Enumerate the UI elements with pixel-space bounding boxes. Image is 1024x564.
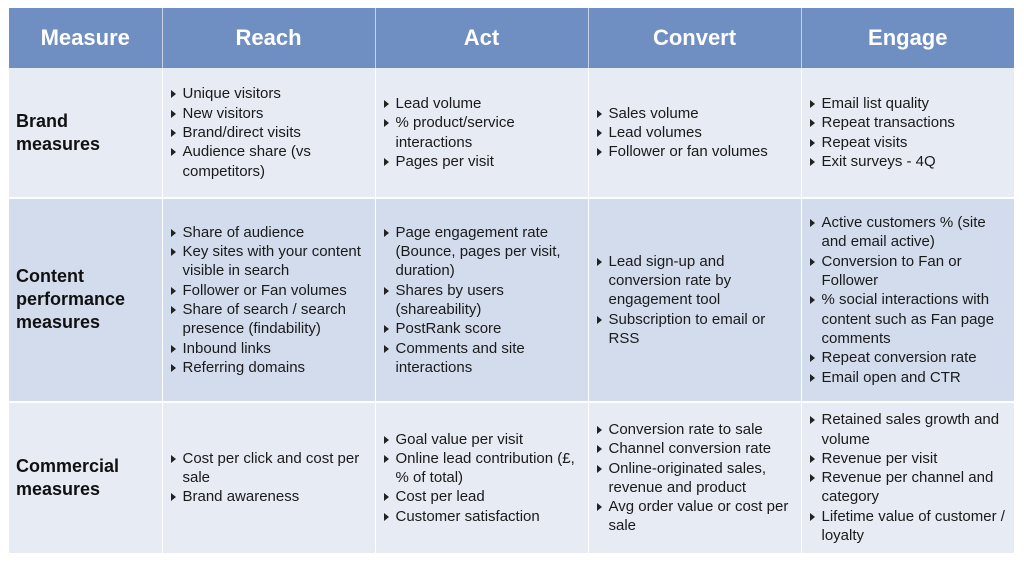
header-engage: Engage (801, 8, 1014, 68)
list-item: Conversion to Fan or Follower (809, 252, 1009, 291)
list-item: % social interactions with content such … (809, 290, 1009, 348)
list-item: Active customers % (site and email activ… (809, 213, 1009, 252)
list-item: Subscription to email or RSS (596, 310, 795, 349)
list-item: Sales volume (596, 104, 795, 123)
list-item: Repeat visits (809, 133, 1009, 152)
list-item: Lead sign-up and conversion rate by enga… (596, 252, 795, 310)
list-item: Brand awareness (170, 487, 369, 506)
list-item: Email list quality (809, 94, 1009, 113)
list-item: Follower or Fan volumes (170, 281, 369, 300)
row-label: Content performance measures (9, 198, 163, 403)
list-item: Avg order value or cost per sale (596, 497, 795, 536)
list-item: Channel conversion rate (596, 439, 795, 458)
bullet-list: Page engagement rate (Bounce, pages per … (383, 223, 582, 377)
list-item: Revenue per channel and category (809, 468, 1009, 507)
header-act: Act (375, 8, 589, 68)
list-item: Online lead contribution (£, % of total) (383, 449, 582, 488)
bullet-list: Active customers % (site and email activ… (809, 213, 1009, 387)
list-item: New visitors (170, 104, 369, 123)
list-item: Customer satisfaction (383, 507, 582, 526)
list-item: Share of search / search presence (finda… (170, 300, 369, 339)
list-item: Key sites with your content visible in s… (170, 242, 369, 281)
header-convert: Convert (588, 8, 802, 68)
list-item: Audience share (vs competitors) (170, 142, 369, 181)
list-item: Cost per click and cost per sale (170, 449, 369, 488)
bullet-list: Lead volume% product/service interaction… (383, 94, 582, 171)
measures-table: Measure Reach Act Convert Engage Brand m… (9, 8, 1014, 556)
list-item: Referring domains (170, 358, 369, 377)
cell-engage: Active customers % (site and email activ… (801, 198, 1014, 403)
list-item: Page engagement rate (Bounce, pages per … (383, 223, 582, 281)
list-item: Repeat conversion rate (809, 348, 1009, 367)
list-item: Share of audience (170, 223, 369, 242)
list-item: Inbound links (170, 339, 369, 358)
cell-convert: Lead sign-up and conversion rate by enga… (588, 198, 802, 403)
list-item: Goal value per visit (383, 430, 582, 449)
list-item: Lead volume (383, 94, 582, 113)
list-item: Cost per lead (383, 487, 582, 506)
cell-act: Page engagement rate (Bounce, pages per … (375, 198, 589, 403)
list-item: Brand/direct visits (170, 123, 369, 142)
list-item: Online-originated sales, revenue and pro… (596, 459, 795, 498)
list-item: Lead volumes (596, 123, 795, 142)
list-item: Conversion rate to sale (596, 420, 795, 439)
list-item: Comments and site interactions (383, 339, 582, 378)
list-item: Pages per visit (383, 152, 582, 171)
cell-act: Lead volume% product/service interaction… (375, 68, 589, 200)
list-item: Follower or fan volumes (596, 142, 795, 161)
row-label: Commercial measures (9, 401, 163, 556)
list-item: % product/service interactions (383, 113, 582, 152)
list-item: Lifetime value of customer / loyalty (809, 507, 1009, 546)
bullet-list: Lead sign-up and conversion rate by enga… (596, 252, 795, 348)
list-item: Shares by users (shareability) (383, 281, 582, 320)
list-item: Unique visitors (170, 84, 369, 103)
header-measure: Measure (9, 8, 163, 68)
header-reach: Reach (162, 8, 376, 68)
list-item: Email open and CTR (809, 368, 1009, 387)
list-item: PostRank score (383, 319, 582, 338)
header-row: Measure Reach Act Convert Engage (9, 8, 1014, 68)
list-item: Retained sales growth and volume (809, 410, 1009, 449)
list-item: Revenue per visit (809, 449, 1009, 468)
list-item: Repeat transactions (809, 113, 1009, 132)
list-item: Exit surveys - 4Q (809, 152, 1009, 171)
row-label: Brand measures (9, 68, 163, 200)
